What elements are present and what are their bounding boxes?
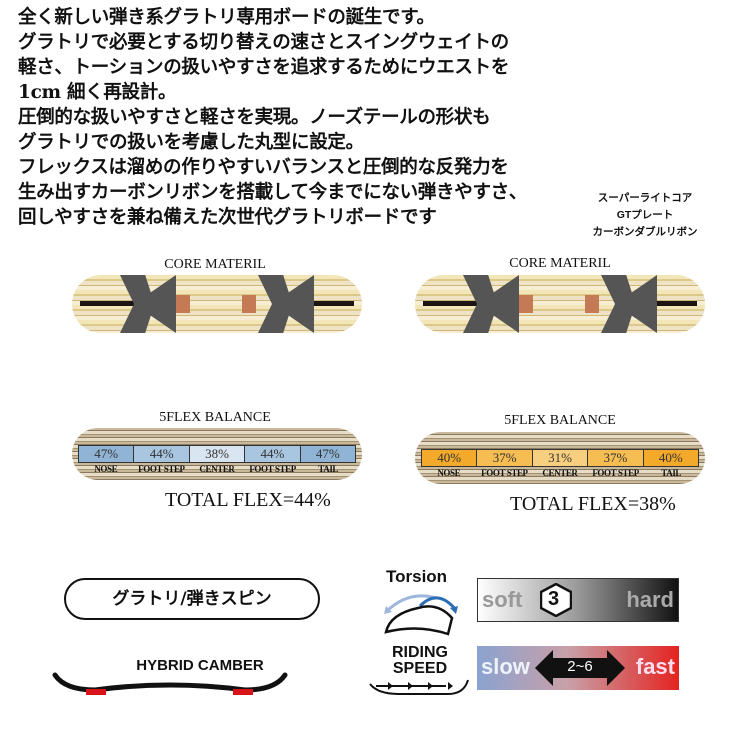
flex-cell-footstep: 44% (134, 446, 190, 462)
torsion-value: 3 (548, 588, 560, 610)
flex-label: NOSE (94, 464, 118, 474)
flex-title: 5FLEX BALANCE (504, 413, 616, 428)
speed-scale: slow 2~6 fast (477, 646, 679, 690)
speed-range: 2~6 (567, 658, 593, 675)
flex-board: 47% 44% 38% 44% 47% NOSE FOOT STEP CENTE… (72, 428, 362, 480)
flex-cell-nose: 40% (422, 450, 478, 466)
flex-cell-tail: 47% (300, 446, 356, 462)
flex-label: FOOT STEP (138, 464, 185, 474)
total-flex: TOTAL FLEX=44% (165, 489, 331, 511)
description-line: グラトリでの扱いを考慮した丸型に設定。 (18, 132, 364, 153)
flex-label: TAIL (318, 464, 339, 474)
torsion-scale: soft 3 hard (477, 578, 679, 622)
description-line: グラトリで必要とする切り替えの速さとスイングウェイトの (18, 32, 509, 53)
description-line: 1cm 細く再設計。 (18, 82, 177, 103)
speed-range-arrow (535, 650, 625, 686)
camber-profile-icon (52, 672, 288, 695)
description-line: 回しやすさを兼ね備えた次世代グラトリボードです (18, 207, 437, 228)
flex-cell-nose: 47% (79, 446, 135, 462)
torsion-value-hexagon (540, 583, 572, 617)
flex-label: NOSE (437, 468, 461, 478)
torsion-icon (384, 594, 458, 636)
speed-title-line: SPEED (392, 660, 448, 677)
description-line: 圧倒的な扱いやすさと軽さを実現。ノーズテールの形状も (18, 107, 491, 128)
core-title: CORE MATERIL (509, 256, 611, 271)
spec-item: スーパーライトコア (597, 192, 693, 204)
flex-label: TAIL (661, 468, 682, 478)
flex-cell-footstep: 37% (588, 450, 644, 466)
flex-cell-footstep: 44% (245, 446, 301, 462)
flex-cell-tail: 40% (643, 450, 699, 466)
speed-title-line: RIDING (392, 644, 448, 661)
flex-title: 5FLEX BALANCE (159, 410, 271, 425)
speed-max-label: fast (635, 654, 675, 679)
flex-label: FOOT STEP (249, 464, 296, 474)
core-title: CORE MATERIL (164, 257, 266, 272)
description-line: 全く新しい弾き系グラトリ専用ボードの誕生です。 (18, 7, 435, 28)
spec-list: スーパーライトコア GTプレート カーボンダブルリボン (585, 190, 705, 241)
flex-cell-footstep: 37% (477, 450, 533, 466)
speed-title: RIDING SPEED (384, 645, 456, 677)
description: 全く新しい弾き系グラトリ専用ボードの誕生です。 グラトリで必要とする切り替えの速… (18, 5, 527, 230)
core-board-illustration (72, 275, 362, 333)
description-line: 軽さ、トーションの扱いやすさを追求するためにウエストを (18, 57, 510, 78)
description-line: フレックスは溜めの作りやすいバランスと圧倒的な反発力を (18, 157, 509, 178)
spec-item: GTプレート (616, 209, 674, 221)
torsion-max-label: hard (626, 587, 674, 612)
flex-board: 40% 37% 31% 37% 40% NOSE FOOT STEP CENTE… (415, 432, 705, 484)
spec-item: カーボンダブルリボン (592, 226, 698, 238)
flex-label: FOOT STEP (592, 468, 639, 478)
flex-cell-center: 38% (189, 446, 246, 462)
flex-cell-center: 31% (532, 450, 589, 466)
flex-label: CENTER (542, 468, 578, 478)
total-flex: TOTAL FLEX=38% (510, 493, 676, 515)
torsion-min-label: soft (482, 587, 523, 612)
camber-label: HYBRID CAMBER (136, 657, 264, 674)
core-board-illustration (415, 275, 705, 333)
speed-arrows-icon (369, 679, 469, 695)
flex-label: FOOT STEP (481, 468, 528, 478)
riding-style-badge: グラトリ/弾きスピン (64, 578, 320, 620)
torsion-title: Torsion (386, 567, 448, 586)
description-line: 生み出すカーボンリボンを搭載して今までにない弾きやすさ、 (18, 182, 528, 203)
flex-label: CENTER (199, 464, 235, 474)
speed-min-label: slow (481, 654, 530, 679)
